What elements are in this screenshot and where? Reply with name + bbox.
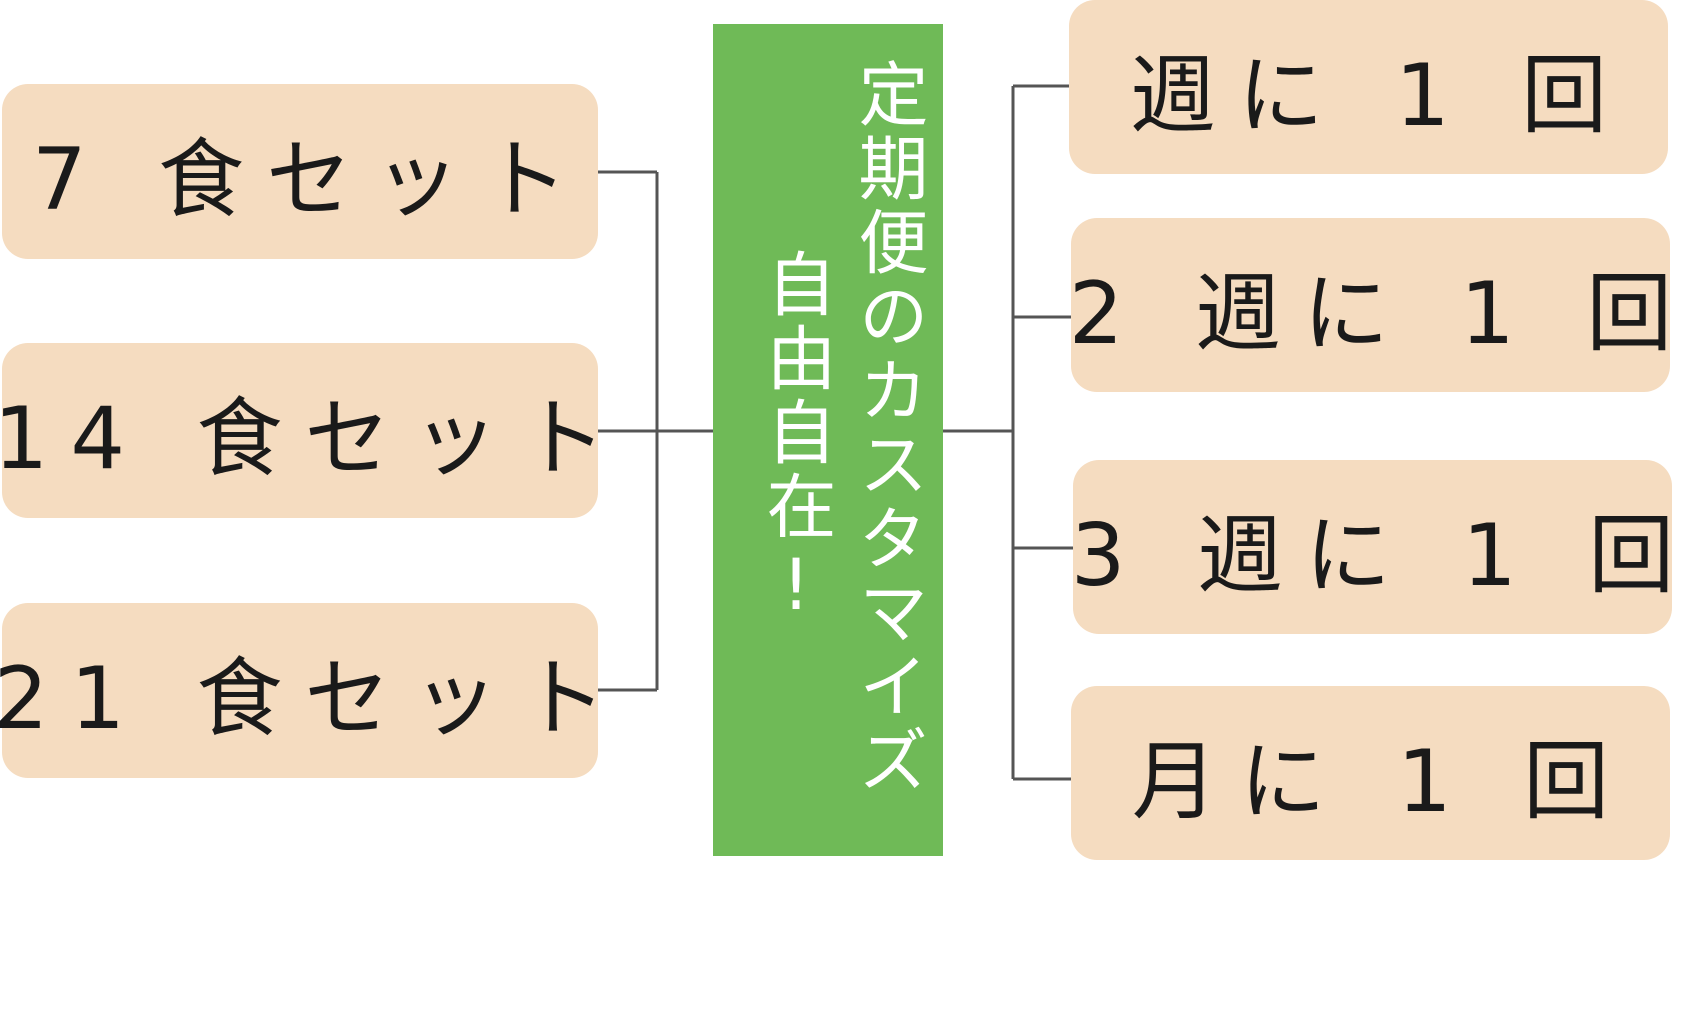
customize-banner — [713, 24, 943, 856]
frequency-triweekly: 3 週に 1 回 — [1071, 460, 1674, 634]
frequency-label: 3 週に 1 回 — [1070, 505, 1689, 606]
meal-set-14: 14 食セット — [0, 343, 606, 518]
meal-set-label: 7 食セット — [31, 130, 591, 230]
frequency-weekly: 週に 1 回 — [1069, 0, 1668, 174]
banner-text-freedom: 自由自在! — [755, 248, 837, 630]
meal-set-label: 14 食セット — [0, 389, 629, 489]
frequency-label: 月に 1 回 — [1131, 731, 1632, 832]
frequency-monthly: 月に 1 回 — [1071, 686, 1670, 860]
banner-text-customize: 定期便のカスタマイズ — [847, 58, 929, 798]
frequency-label: 週に 1 回 — [1129, 45, 1630, 146]
meal-set-label: 21 食セット — [0, 649, 629, 749]
meal-set-7: 7 食セット — [2, 84, 598, 259]
meal-set-21: 21 食セット — [0, 603, 606, 778]
frequency-biweekly: 2 週に 1 回 — [1069, 218, 1672, 392]
frequency-label: 2 週に 1 回 — [1068, 263, 1689, 364]
